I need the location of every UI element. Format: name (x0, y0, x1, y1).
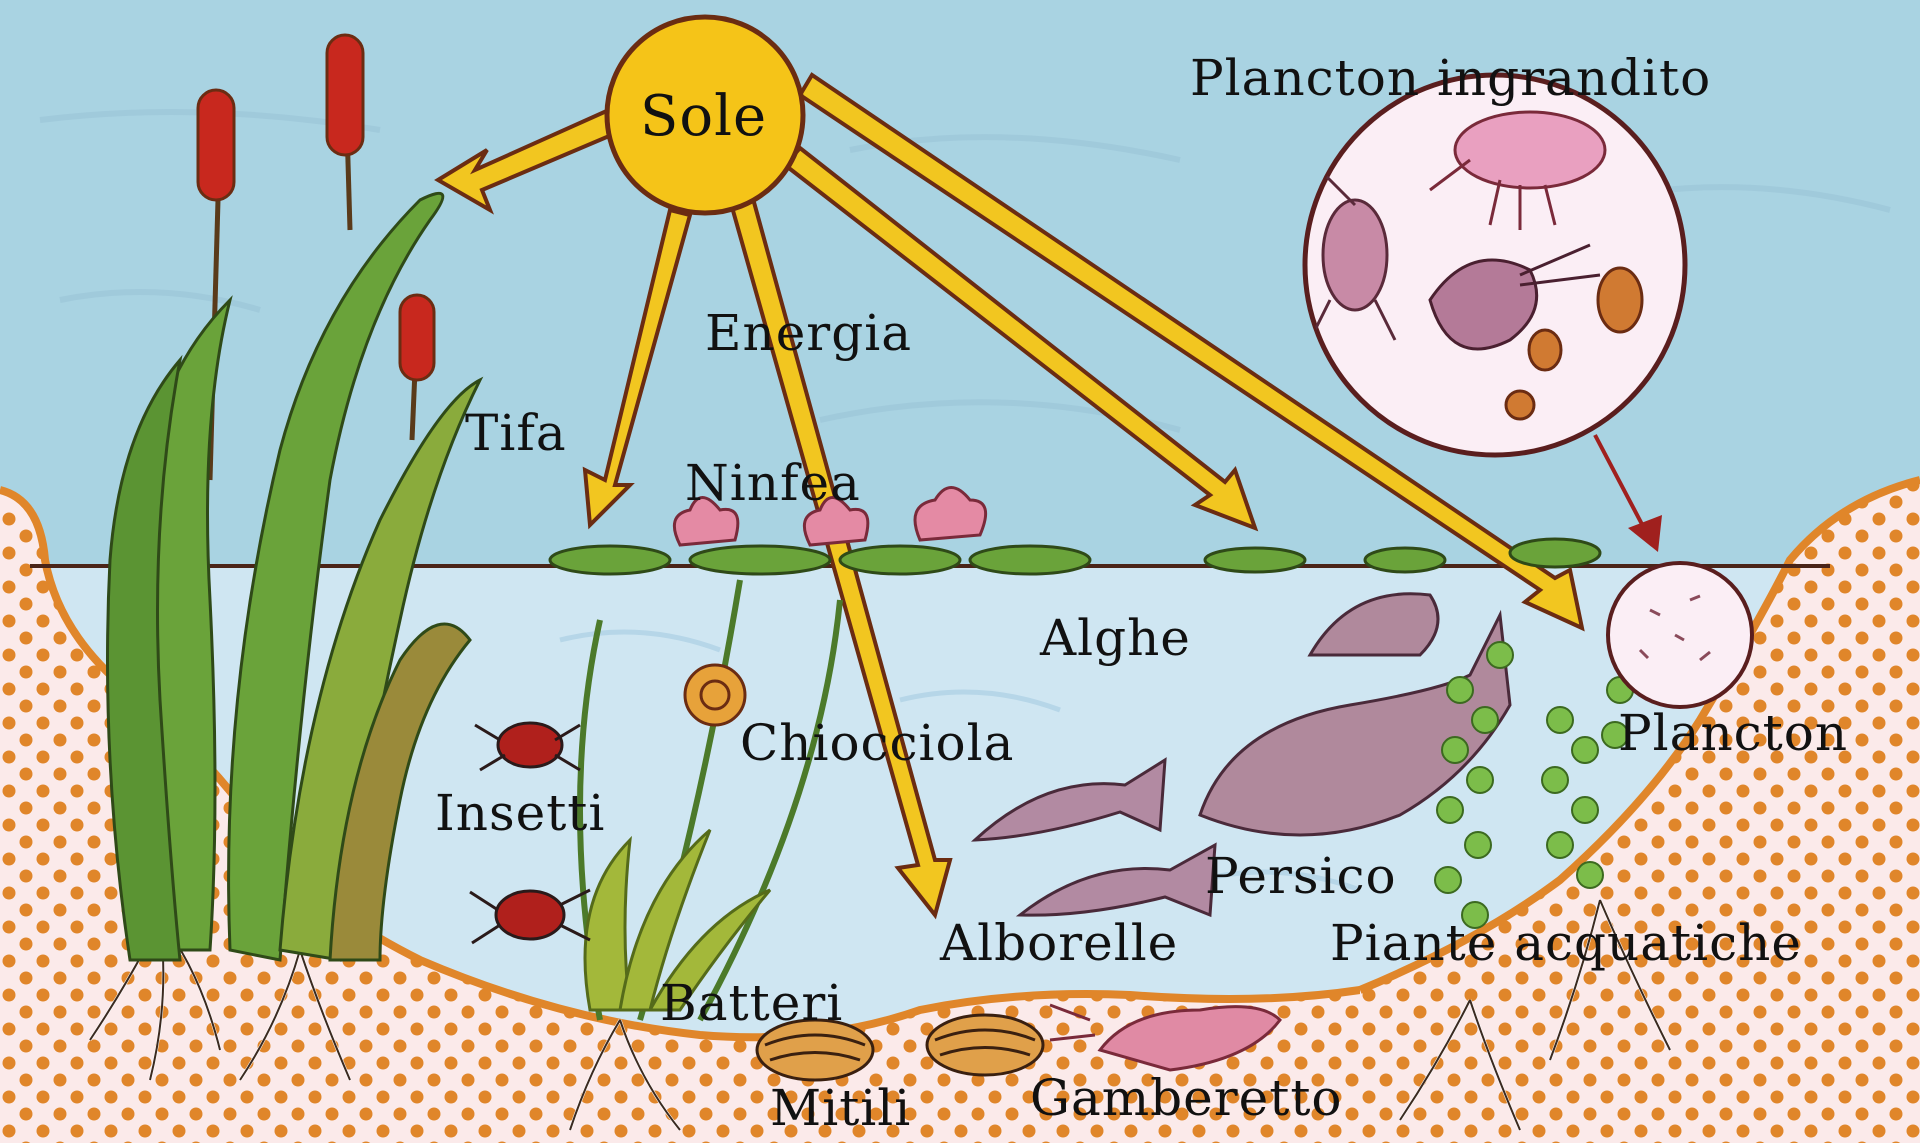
shrimp-label: Gamberetto (1030, 1069, 1343, 1127)
sun: Sole (607, 17, 803, 213)
plankton-label: Plancton (1618, 704, 1848, 762)
insects-label: Insetti (435, 784, 605, 842)
aquatic-plants-label: Piante acquatiche (1330, 914, 1802, 972)
bleak-label: Alborelle (939, 914, 1178, 972)
sun-label: Sole (640, 84, 767, 149)
snail-label: Chiocciola (740, 714, 1014, 772)
plankton-circle-icon (1608, 563, 1752, 707)
perch-label: Persico (1205, 847, 1397, 905)
energy-label: Energia (705, 304, 912, 362)
snail-icon (685, 665, 745, 725)
mussel-icon-2 (927, 1015, 1043, 1075)
bacteria-label: Batteri (660, 974, 843, 1032)
mussels-label: Mitili (770, 1079, 911, 1137)
plankton-zoom-label: Plancton ingrandito (1190, 49, 1711, 107)
algae-label: Alghe (1039, 609, 1191, 667)
waterlily-label: Ninfea (685, 454, 861, 512)
cattail-label: Tifa (465, 404, 567, 462)
